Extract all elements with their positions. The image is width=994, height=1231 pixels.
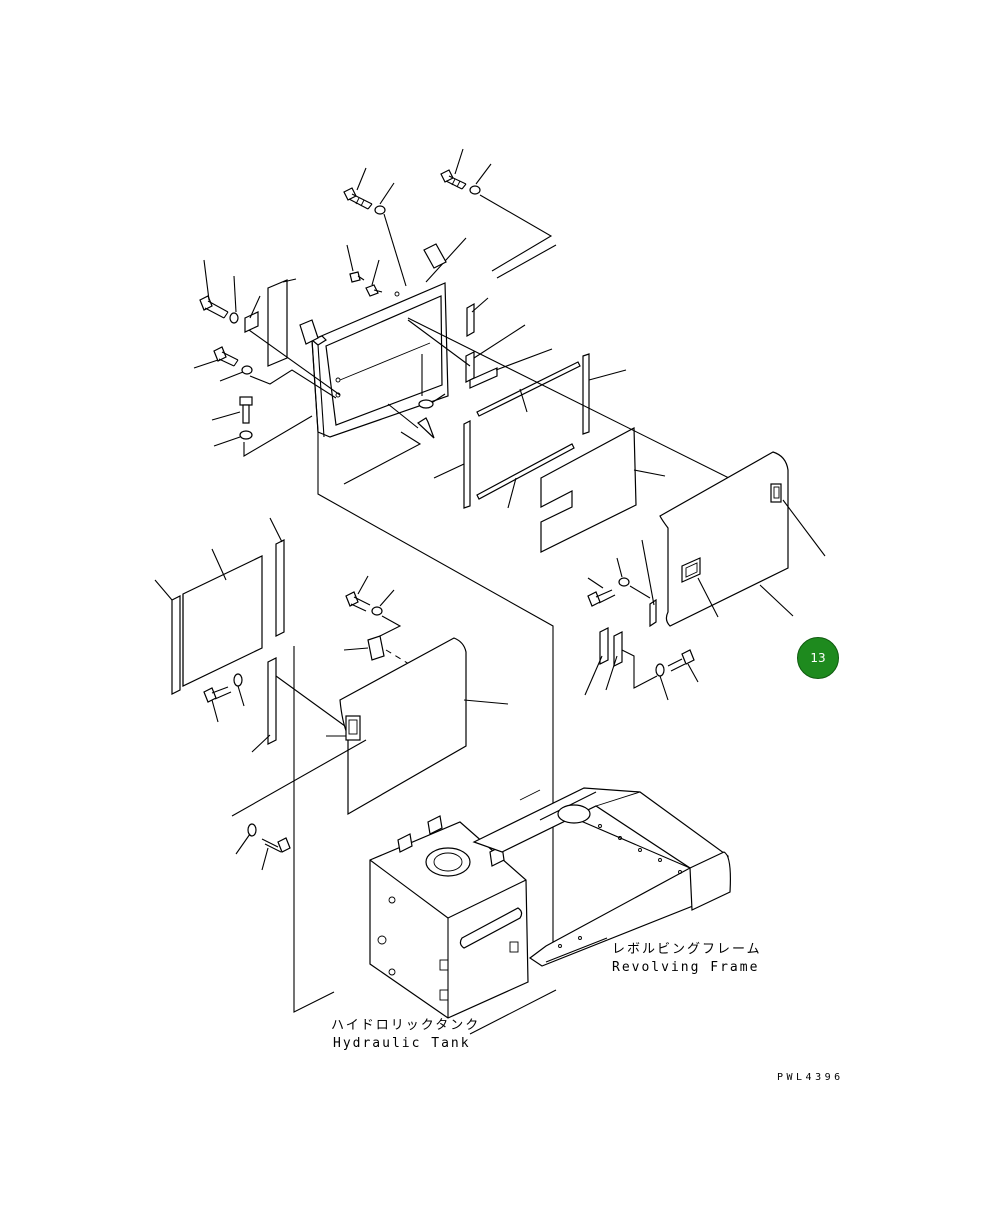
hydraulic-tank (369, 815, 529, 1019)
left-seal-strip (171, 595, 181, 695)
drawing-code: PWL4396 (777, 1072, 844, 1083)
cover-bolt (587, 589, 616, 607)
lower-bolt-1 (203, 686, 232, 703)
left-bolt-1 (199, 295, 229, 319)
left-spacer-bar (267, 279, 288, 367)
cover-washer (618, 577, 630, 587)
side-cover-door (659, 451, 789, 627)
left-washer-3 (239, 430, 253, 440)
hydraulic-tank-label-en: Hydraulic Tank (333, 1036, 471, 1051)
inner-panel-notched (540, 427, 637, 553)
corner-bracket (469, 367, 498, 389)
left-plate (244, 311, 259, 333)
left-bolt-2 (213, 346, 239, 367)
bottom-washer (247, 823, 257, 837)
top-washer-right (469, 185, 481, 195)
seal-strip-vertical (582, 353, 590, 435)
top-bolt-right (440, 169, 467, 190)
revolving-frame (472, 787, 731, 967)
seal-strip-bottom (476, 443, 575, 500)
lower-bracket-rail (267, 657, 277, 745)
seal-strip-left (463, 420, 471, 509)
frame-washer (418, 399, 434, 409)
frame-small-bolt-1 (349, 271, 365, 283)
left-bolt-3 (239, 396, 253, 424)
left-vertical-strip (275, 539, 285, 637)
hinge-left (599, 627, 609, 665)
revolving-frame-label-en: Revolving Frame (612, 960, 760, 975)
frame-small-bolt-2 (365, 284, 383, 297)
bottom-bolt (261, 837, 291, 853)
left-filter-panel (182, 555, 263, 687)
hinge-washer (655, 663, 665, 677)
top-bolt-left (343, 187, 373, 210)
mid-bolt (345, 591, 371, 612)
hinge-bolt (667, 649, 695, 672)
top-washer-left (374, 205, 386, 215)
left-washer-1 (229, 312, 239, 324)
hydraulic-tank-label-jp: ハイドロリックタンク (331, 1018, 481, 1033)
mid-washer (371, 606, 383, 616)
tank-side-cover (339, 637, 467, 816)
seal-strip-small (466, 302, 475, 338)
frame-clip (417, 417, 435, 439)
left-washer-2 (241, 365, 253, 375)
seal-strip-top (476, 361, 581, 417)
revolving-frame-label-jp: レボルビングフレーム (612, 942, 762, 957)
cover-latch (649, 598, 657, 628)
mid-bracket (367, 635, 385, 661)
lower-washer-1 (233, 673, 243, 687)
callout-badge-13[interactable]: 13 (797, 637, 839, 679)
seal-strip-small-2 (465, 351, 475, 383)
